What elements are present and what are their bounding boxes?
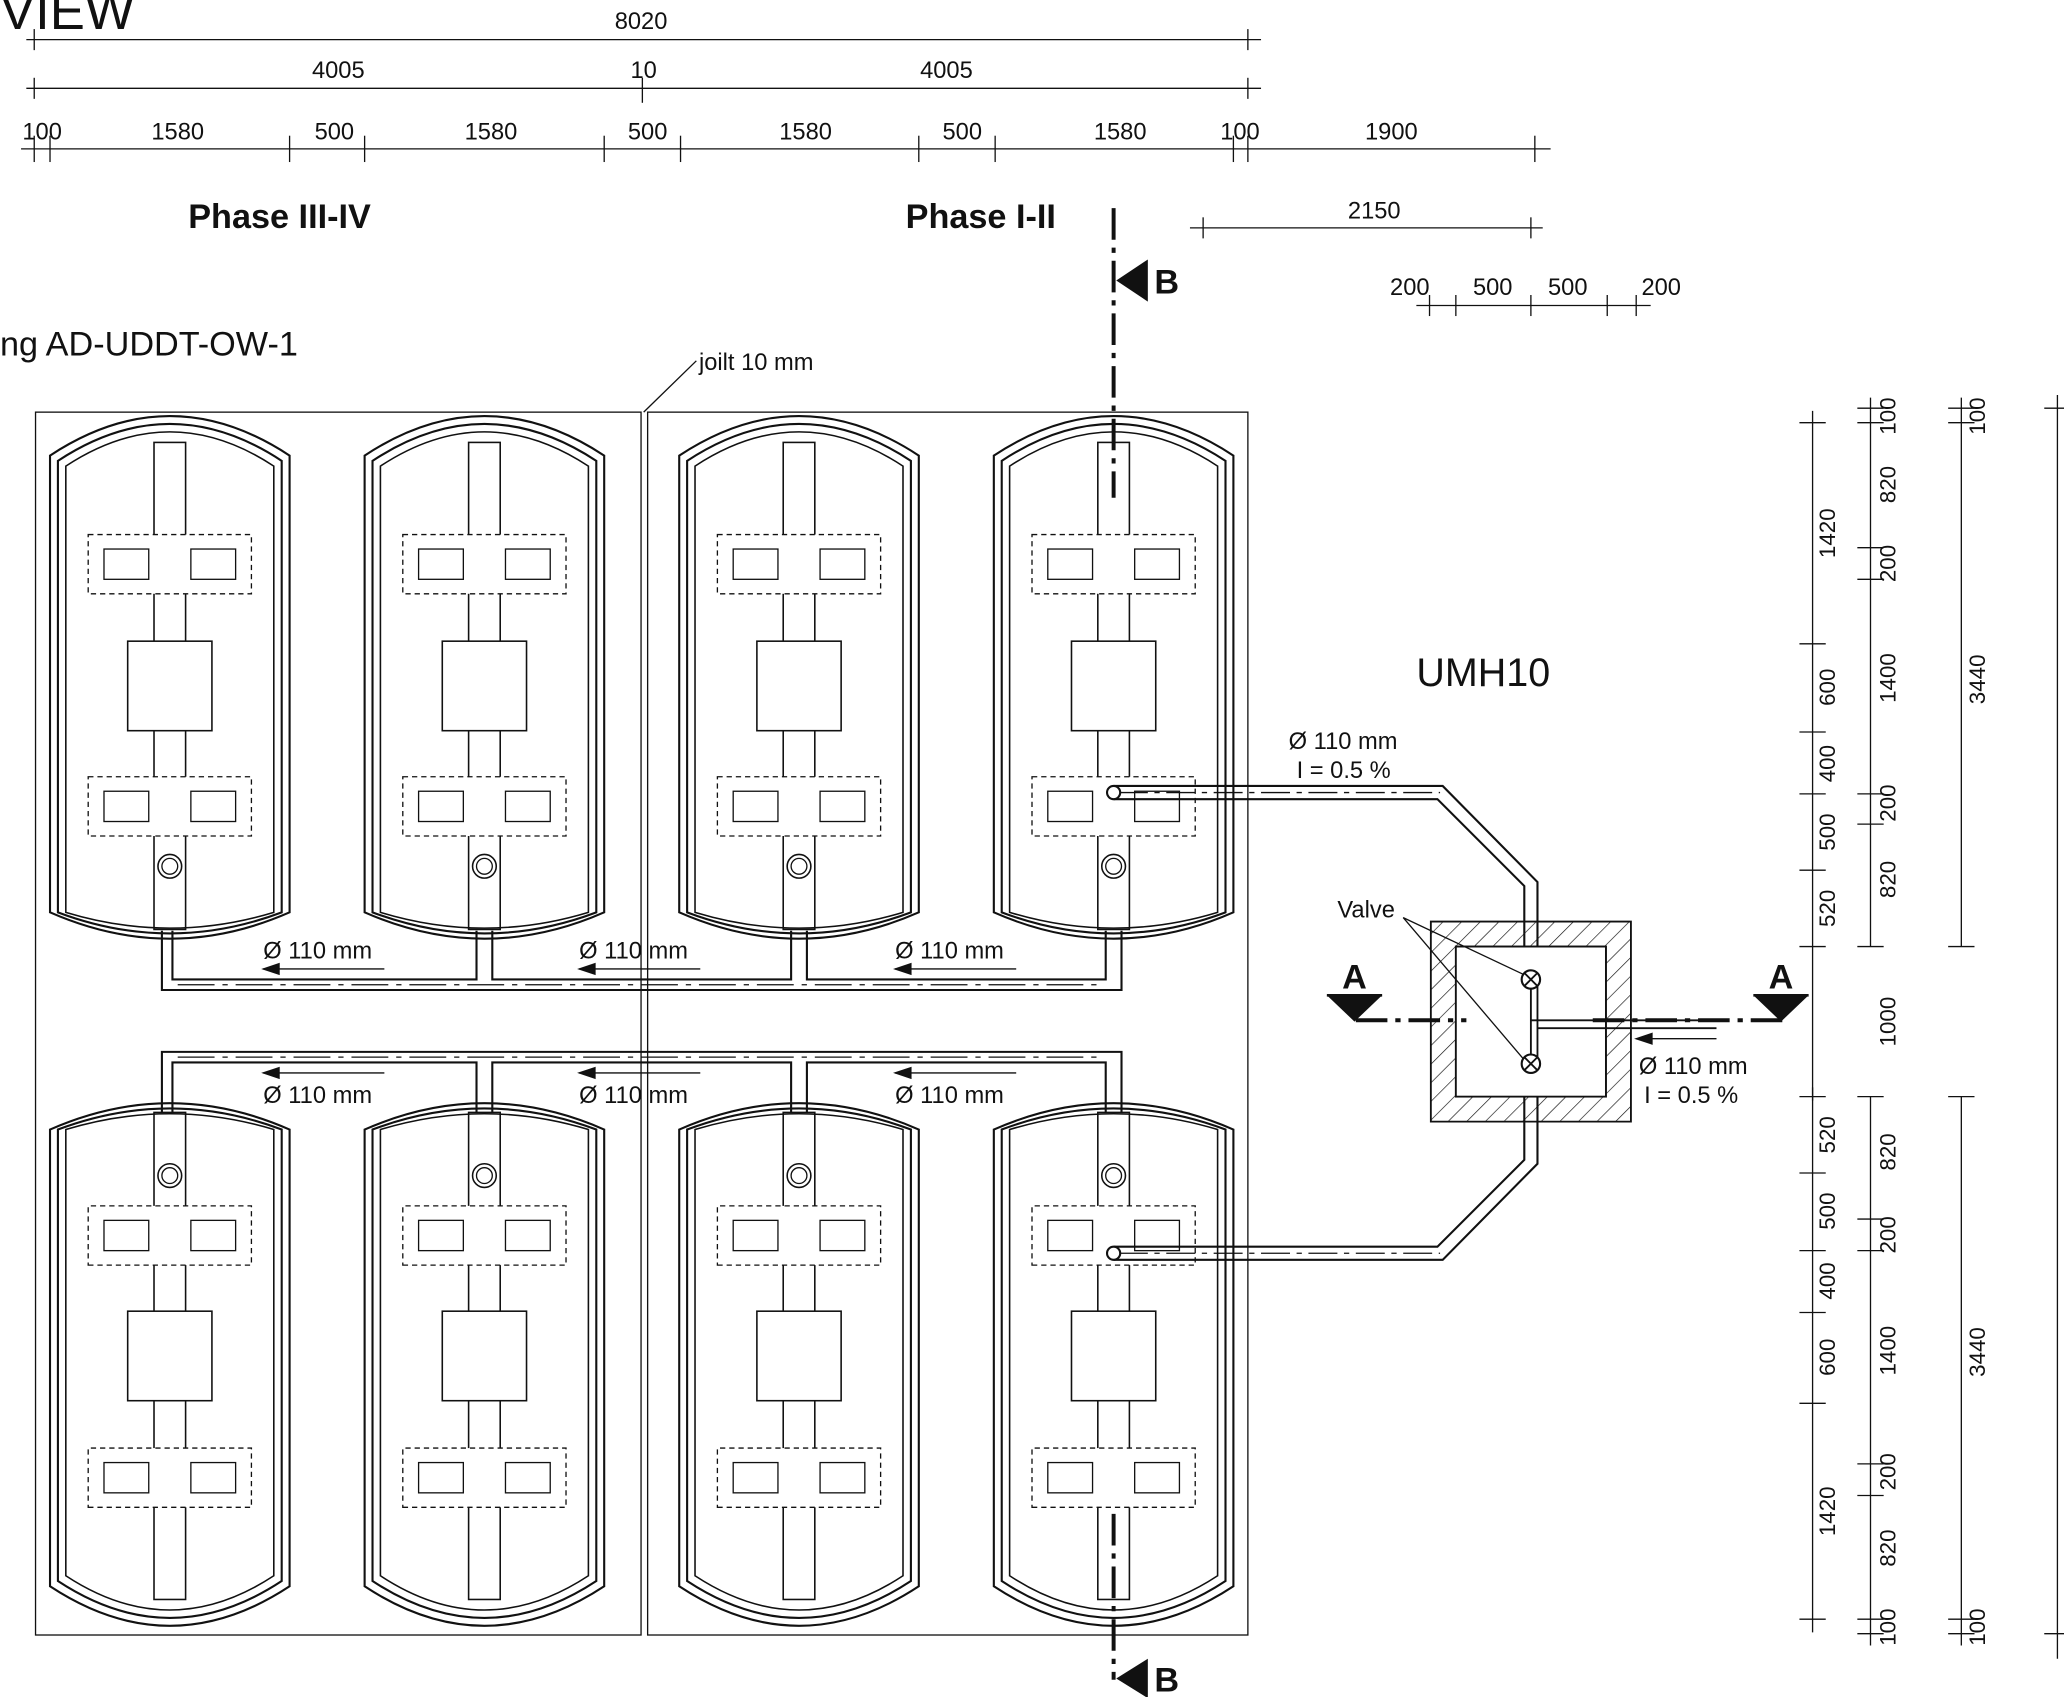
dim-side-upper-1-0: 1420 <box>1815 508 1840 558</box>
toilet-unit <box>678 415 920 940</box>
toilet-unit <box>363 1102 606 1627</box>
dim-side-upper-2-2: 200 <box>1876 545 1901 582</box>
valve-icon <box>1520 969 1542 990</box>
dim-unit-2: 500 <box>315 120 355 146</box>
dim-unit-7: 1580 <box>1094 120 1147 146</box>
dim-side-lower-1-2: 400 <box>1815 1262 1840 1299</box>
dim-unit-8: 100 <box>1220 120 1260 146</box>
dim-manhole-part-3: 200 <box>1641 275 1681 301</box>
dim-side-lower-2-4: 820 <box>1876 1529 1901 1566</box>
dim-side-lower-2-5: 100 <box>1876 1608 1901 1645</box>
dim-manhole-part-2: 500 <box>1548 275 1588 301</box>
manhole-label: UMH10 <box>1416 651 1550 695</box>
valve-icon <box>1520 1053 1542 1074</box>
pipe-label: Ø 110 mm <box>895 1083 1004 1109</box>
dim-manhole-part-1: 500 <box>1473 275 1513 301</box>
dim-unit-5: 1580 <box>779 120 832 146</box>
dim-side-upper-3-0: 100 <box>1965 397 1990 434</box>
toilet-unit <box>363 415 606 940</box>
dim-side-lower-1-4: 1420 <box>1815 1486 1840 1536</box>
pipe-label: Ø 110 mm <box>895 938 1004 964</box>
dim-side-upper-1-2: 400 <box>1815 745 1840 782</box>
section-a-label-left: A <box>1342 959 1367 997</box>
section-marker-a-left: A <box>1326 959 1383 1022</box>
pipe-label: Ø 110 mm <box>263 1083 372 1109</box>
dim-side-upper-2-3: 1400 <box>1876 653 1901 703</box>
dim-unit-0: 100 <box>22 120 62 146</box>
dim-side-upper-3-1: 3440 <box>1965 654 1990 704</box>
dim-side-middle: 1000 <box>1876 997 1901 1047</box>
pipe-label: Ø 110 mm <box>263 938 372 964</box>
dim-side-lower-2-0: 820 <box>1876 1133 1901 1170</box>
dim-unit-1: 1580 <box>151 120 204 146</box>
dim-side-lower-2-1: 200 <box>1876 1216 1901 1253</box>
dim-side-upper-1-4: 520 <box>1815 890 1840 927</box>
outlet-flow-arrow <box>1634 1032 1717 1045</box>
dim-side-upper-2-4: 200 <box>1876 784 1901 821</box>
dim-side-lower-2-3: 200 <box>1876 1453 1901 1490</box>
dim-side-upper-2-0: 100 <box>1876 397 1901 434</box>
valve-label: Valve <box>1337 898 1395 924</box>
pipe-to-manhole-diameter: Ø 110 mm <box>1289 729 1398 755</box>
dim-half-right: 4005 <box>920 58 973 84</box>
side-dimension-labels: 1420 600 400 500 520 100 820 200 1400 20… <box>1815 397 1990 1645</box>
section-a-label-right: A <box>1769 959 1794 997</box>
dim-unit-4: 500 <box>628 120 668 146</box>
pipe-label: Ø 110 mm <box>579 938 688 964</box>
outlet-slope: I = 0.5 % <box>1644 1083 1738 1109</box>
toilet-unit <box>992 1102 1235 1627</box>
dim-overall-width: 8020 <box>615 9 668 35</box>
dim-side-upper-2-5: 820 <box>1876 861 1901 898</box>
section-marker-b-top: B <box>1116 259 1179 302</box>
top-dimension-lines <box>21 29 1651 317</box>
collector-labels-upper: Ø 110 mm Ø 110 mm Ø 110 mm <box>263 938 1004 964</box>
section-b-label-top: B <box>1154 264 1179 302</box>
phase-label-right: Phase I-II <box>906 198 1056 236</box>
dim-side-lower-1-0: 520 <box>1815 1116 1840 1153</box>
dim-manhole-width: 2150 <box>1348 199 1401 225</box>
dim-side-upper-1-1: 600 <box>1815 669 1840 706</box>
outlet-diameter: Ø 110 mm <box>1639 1054 1748 1080</box>
dim-side-lower-3-0: 3440 <box>1965 1327 1990 1377</box>
toilet-unit <box>48 415 291 940</box>
joint-leader <box>643 360 697 413</box>
manhole-part-dimensions: 200 500 500 200 <box>1390 275 1681 301</box>
dim-side-upper-1-3: 500 <box>1815 813 1840 850</box>
side-dimension-lines <box>1799 395 2064 1659</box>
section-marker-a-right: A <box>1753 959 1809 1022</box>
dim-side-lower-2-2: 1400 <box>1876 1326 1901 1376</box>
view-title: VIEW <box>0 0 135 41</box>
section-b-label-bottom: B <box>1154 1662 1179 1697</box>
manhole-umh10 <box>1402 917 1717 1123</box>
collector-pipe-upper <box>160 930 1123 992</box>
dim-half-left: 4005 <box>312 58 365 84</box>
drawing-reference: ng AD-UDDT-OW-1 <box>0 326 298 364</box>
pipe-label: Ø 110 mm <box>579 1083 688 1109</box>
flow-arrows-lower <box>261 1066 1017 1080</box>
toilet-unit <box>678 1102 920 1627</box>
joint-label: joilt 10 mm <box>698 350 814 376</box>
toilet-unit <box>48 1102 291 1627</box>
section-marker-b-bottom: B <box>1116 1658 1179 1697</box>
collector-pipe-lower <box>160 1050 1123 1113</box>
dim-side-upper-2-1: 820 <box>1876 466 1901 503</box>
dim-unit-3: 1580 <box>465 120 518 146</box>
dim-side-lower-1-1: 500 <box>1815 1192 1840 1229</box>
slab-outlines <box>34 411 1249 1636</box>
dim-side-lower-3-1: 100 <box>1965 1608 1990 1645</box>
dim-gap: 10 <box>631 58 657 84</box>
dim-unit-9: 1900 <box>1365 120 1418 146</box>
pipe-to-manhole-slope: I = 0.5 % <box>1297 758 1391 784</box>
dim-manhole-part-0: 200 <box>1390 275 1430 301</box>
phase-label-left: Phase III-IV <box>188 198 371 236</box>
flow-arrows-upper <box>261 962 1017 976</box>
dim-unit-6: 500 <box>942 120 982 146</box>
unit-dimension-labels: 100 1580 500 1580 500 1580 500 1580 100 … <box>22 120 1417 146</box>
collector-labels-lower: Ø 110 mm Ø 110 mm Ø 110 mm <box>263 1083 1004 1109</box>
dim-side-lower-1-3: 600 <box>1815 1339 1840 1376</box>
